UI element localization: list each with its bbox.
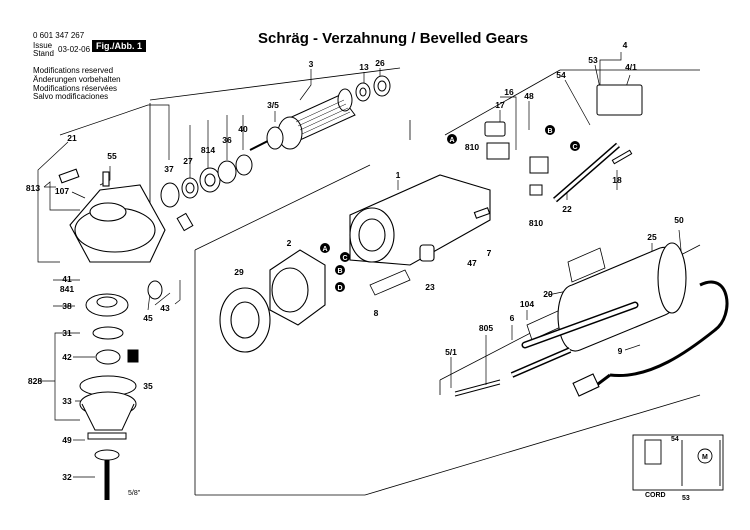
callout: 8 bbox=[374, 308, 379, 318]
figure-badge: Fig./Abb. 1 bbox=[92, 40, 146, 52]
callout: 37 bbox=[164, 164, 174, 174]
callout: 26 bbox=[375, 58, 385, 68]
callout: 45 bbox=[143, 313, 153, 323]
connector-label: D bbox=[337, 285, 342, 292]
callout: 50 bbox=[674, 215, 684, 225]
frame-lines bbox=[149, 67, 701, 496]
connector-label: A bbox=[322, 246, 327, 253]
connector-label: A bbox=[449, 137, 454, 144]
callout: 5/1 bbox=[445, 347, 457, 357]
wiring-schematic bbox=[632, 434, 724, 491]
callout: 54 bbox=[556, 70, 566, 80]
misc-labels: 5/8" CORD M 54 53 bbox=[128, 436, 708, 502]
callout: 13 bbox=[359, 62, 369, 72]
part-number: 0 601 347 267 bbox=[33, 31, 85, 40]
callout: 4/1 bbox=[625, 62, 637, 72]
thread-size-label: 5/8" bbox=[128, 490, 141, 497]
motor-housing bbox=[349, 174, 491, 266]
callout: 805 bbox=[479, 323, 493, 333]
modification-line: Modifications réservées bbox=[33, 83, 118, 93]
callout: 1 bbox=[396, 170, 401, 180]
callout: 31 bbox=[62, 328, 72, 338]
callout: 41 bbox=[62, 274, 72, 284]
callout: 3 bbox=[309, 59, 314, 69]
callout: 814 bbox=[201, 145, 215, 155]
armature-bearings bbox=[355, 75, 391, 102]
gear-stack-parts bbox=[160, 154, 253, 232]
callout: 16 bbox=[504, 87, 514, 97]
callout: 18 bbox=[612, 175, 622, 185]
motor-symbol: M bbox=[702, 454, 708, 461]
spindle-assembly-parts bbox=[79, 280, 163, 500]
connector-label: C bbox=[342, 255, 347, 262]
label-plates bbox=[369, 247, 606, 341]
callout: 49 bbox=[62, 435, 72, 445]
callout: 25 bbox=[647, 232, 657, 242]
rear-housing-and-cord bbox=[454, 242, 729, 397]
callout: 810 bbox=[465, 142, 479, 152]
stand-label: Stand bbox=[33, 49, 54, 58]
callout: 36 bbox=[222, 135, 232, 145]
issue-label: Issue bbox=[33, 41, 53, 50]
issue-date: 03-02-06 bbox=[58, 45, 91, 54]
callout: 104 bbox=[520, 299, 534, 309]
callout: 9 bbox=[618, 346, 623, 356]
callout: 21 bbox=[67, 133, 77, 143]
callout: 7 bbox=[487, 248, 492, 258]
cord-label: CORD bbox=[645, 492, 666, 499]
schematic-callout: 53 bbox=[682, 495, 690, 502]
modification-line: Änderungen vorbehalten bbox=[33, 74, 121, 84]
stator-and-field bbox=[219, 249, 326, 353]
callout: 3/5 bbox=[267, 100, 279, 110]
callout: 828 bbox=[28, 376, 42, 386]
callout: 42 bbox=[62, 352, 72, 362]
callout: 53 bbox=[588, 55, 598, 65]
brush-switch-parts bbox=[484, 84, 643, 203]
callout: 27 bbox=[183, 156, 193, 166]
armature-rotor bbox=[249, 88, 356, 151]
callout: 6 bbox=[510, 313, 515, 323]
callout: 40 bbox=[238, 124, 248, 134]
leader-lines bbox=[37, 52, 683, 478]
modifications-notice: Modifications reserved Änderungen vorbeh… bbox=[33, 66, 121, 102]
callout: 32 bbox=[62, 472, 72, 482]
callout: 47 bbox=[467, 258, 477, 268]
callout: 55 bbox=[107, 151, 117, 161]
callout: 33 bbox=[62, 396, 72, 406]
modification-line: Salvo modificaciones bbox=[33, 92, 109, 102]
gear-head-housing bbox=[58, 168, 166, 263]
callout: 20 bbox=[543, 289, 553, 299]
callout: 38 bbox=[62, 301, 72, 311]
page-title: Schräg - Verzahnung / Bevelled Gears bbox=[258, 30, 529, 47]
callout: 48 bbox=[524, 91, 534, 101]
callout: 17 bbox=[495, 100, 505, 110]
callout: 43 bbox=[160, 303, 170, 313]
connector-markers bbox=[320, 125, 580, 292]
callout: 35 bbox=[143, 381, 153, 391]
callout: 107 bbox=[55, 186, 69, 196]
callout: 23 bbox=[425, 282, 435, 292]
modification-line: Modifications reserved bbox=[33, 66, 114, 75]
callout: 810 bbox=[529, 218, 543, 228]
callout: 2 bbox=[287, 238, 292, 248]
connector-label: B bbox=[337, 268, 342, 275]
schematic-callout: 54 bbox=[671, 436, 679, 443]
callout-numbers: 3 3/5 13 26 16 17 48 4 4/1 53 54 21 55 8… bbox=[26, 40, 684, 482]
callout: 841 bbox=[60, 284, 74, 294]
callout: 4 bbox=[623, 40, 628, 50]
callout: 813 bbox=[26, 183, 40, 193]
connector-label: C bbox=[572, 144, 577, 151]
callout: 29 bbox=[234, 267, 244, 277]
callout: 22 bbox=[562, 204, 572, 214]
connector-label: B bbox=[547, 128, 552, 135]
